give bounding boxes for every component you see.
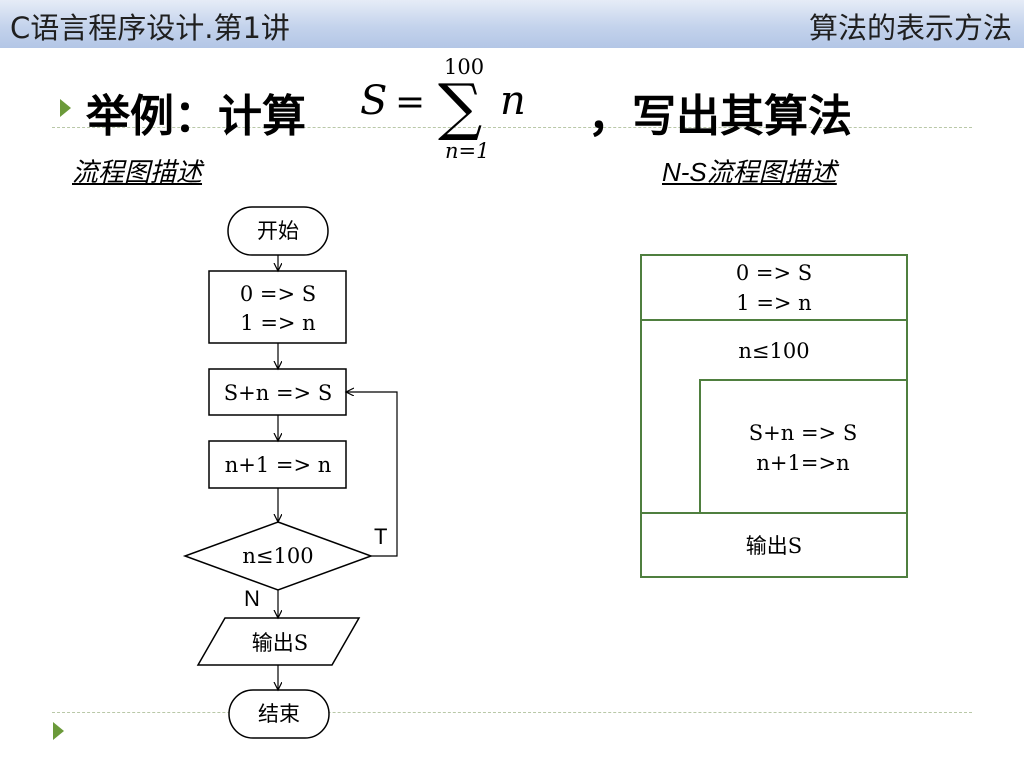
title-prefix: 举例：计算: [86, 91, 306, 142]
flowchart-caption: 流程图描述: [72, 158, 203, 188]
topic-title: 算法的表示方法: [808, 11, 1012, 45]
add-box: [208, 368, 347, 416]
ns-loop-body-border: [699, 379, 907, 513]
header-bar: C语言程序设计.第1讲 算法的表示方法: [0, 0, 1024, 48]
flowchart-connectors: [278, 255, 398, 689]
title-suffix: ，写出其算法: [588, 91, 852, 142]
condition-label: n≤100: [242, 544, 313, 568]
false-branch-label: N: [244, 586, 260, 611]
ns-output-label: 输出S: [746, 534, 802, 558]
output-parallelogram: [196, 617, 361, 666]
init-box: [208, 270, 347, 344]
course-title: C语言程序设计.第1讲: [10, 11, 290, 45]
ns-init-line-1: 0 => S: [736, 261, 812, 285]
footer-bullet-icon: [53, 722, 64, 740]
ns-chart: [640, 254, 908, 578]
end-label: 结束: [258, 702, 300, 726]
ns-body-line-2: n+1=>n: [756, 451, 849, 475]
init-line-2: 1 => n: [240, 311, 315, 335]
footer-divider: [52, 712, 972, 713]
slide-title: 举例：计算: [86, 80, 306, 144]
true-branch-label: T: [374, 524, 387, 549]
ns-body-line-1: S+n => S: [749, 421, 857, 445]
add-label: S+n => S: [224, 381, 332, 405]
ns-chart-caption: N-S流程图描述: [662, 157, 837, 187]
ns-chart-text: 0 => S 1 => n n≤100 S+n => S n+1=>n 输出S: [736, 261, 857, 558]
flowchart-text: 开始 0 => S 1 => n S+n => S n+1 => n n≤100…: [224, 219, 332, 726]
bullet-icon: [60, 99, 71, 117]
flowchart: [182, 206, 374, 739]
title-divider: [52, 127, 972, 128]
init-line-1: 0 => S: [240, 282, 316, 306]
start-label: 开始: [257, 219, 299, 243]
ns-outer-box: [640, 254, 908, 578]
ns-loop-condition: n≤100: [738, 339, 809, 363]
loop-back-arrow: [347, 392, 398, 557]
ns-init-line-2: 1 => n: [736, 291, 811, 315]
slide-title-suffix: ，写出其算法: [588, 80, 852, 144]
output-label: 输出S: [252, 631, 308, 655]
increment-label: n+1 => n: [225, 453, 332, 477]
